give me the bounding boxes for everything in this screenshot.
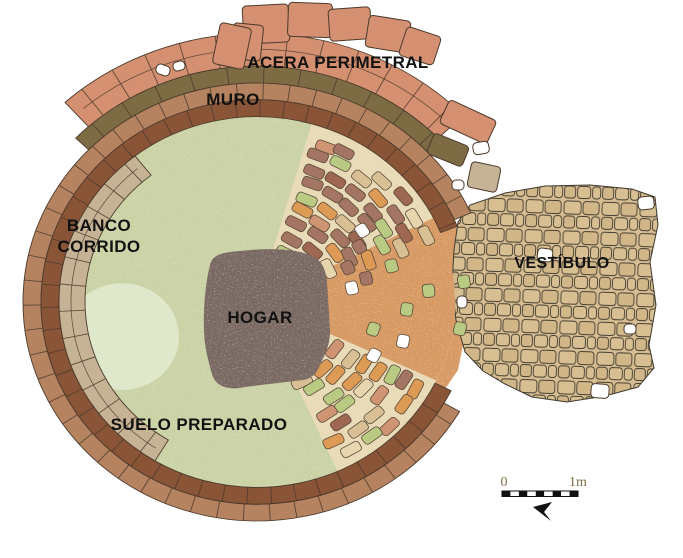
- label-acera-perimetral: ACERA PERIMETRAL: [247, 53, 428, 72]
- scale-end-label: 1m: [569, 475, 587, 490]
- label-banco-line2: CORRIDO: [57, 237, 140, 256]
- label-suelo-preparado: SUELO PREPARADO: [111, 415, 288, 434]
- vestibulo-region: [451, 184, 659, 403]
- label-hogar: HOGAR: [227, 308, 292, 327]
- scale-bar-segments: [501, 490, 579, 497]
- label-muro: MURO: [206, 90, 260, 109]
- hogar-region: [203, 249, 330, 389]
- hut-structure: [22, 32, 472, 522]
- label-banco-line1: BANCO: [67, 216, 131, 235]
- scattered-stones: [155, 1, 655, 399]
- north-arrow-icon: [533, 502, 552, 521]
- scale-start-label: 0: [501, 475, 508, 490]
- label-vestibulo: VESTÍBULO: [514, 253, 609, 272]
- scale-bar: 0 1m: [501, 475, 587, 497]
